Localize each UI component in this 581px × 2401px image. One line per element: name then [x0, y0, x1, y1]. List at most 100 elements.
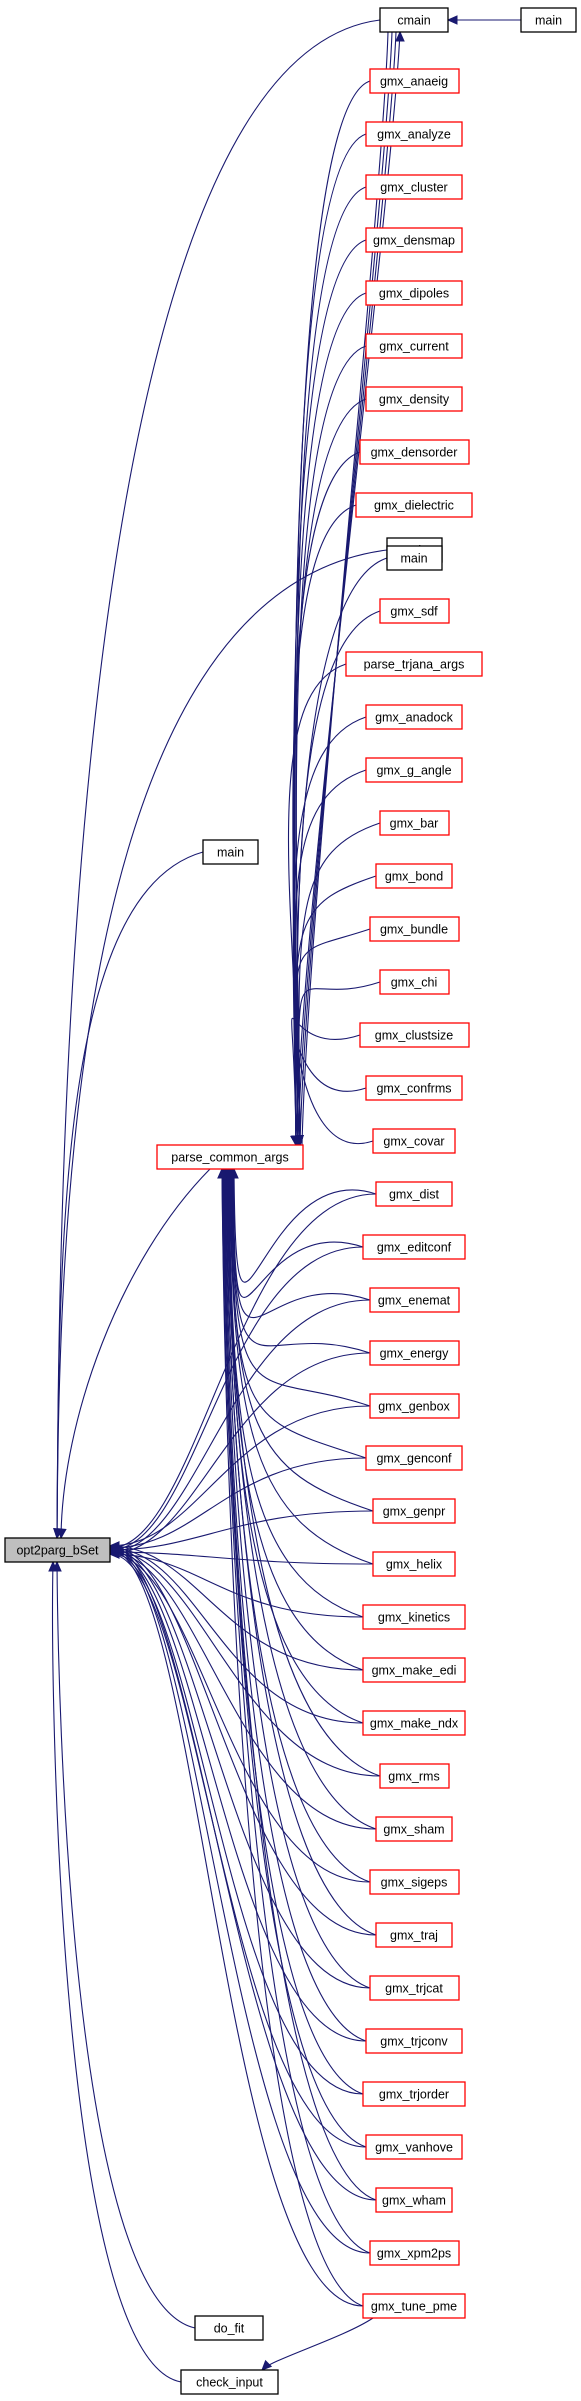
node-parse-trjana-args[interactable]: parse_trjana_args — [345, 651, 483, 677]
node-gmx-bond[interactable]: gmx_bond — [375, 863, 453, 889]
node-main[interactable]: main — [386, 545, 443, 571]
edge-parse-common-args-to-opt2parg-bset — [60, 1168, 211, 1539]
node-box — [359, 439, 470, 465]
node-box — [362, 1657, 466, 1683]
node-label: gmx_helix — [386, 1558, 443, 1572]
node-gmx-density[interactable]: gmx_density — [365, 386, 463, 412]
node-gmx-dipoles[interactable]: gmx_dipoles — [365, 280, 463, 306]
node-label: parse_common_args — [171, 1151, 288, 1165]
node-box — [379, 1763, 450, 1789]
node-label: gmx_make_edi — [372, 1664, 457, 1678]
edge-gmx-editconf-to-opt2parg-bset — [109, 1246, 364, 1551]
edge-gmx-wham-to-opt2parg-bset — [109, 1545, 377, 2201]
node-gmx-genconf[interactable]: gmx_genconf — [365, 1445, 463, 1471]
node-gmx-helix[interactable]: gmx_helix — [372, 1551, 456, 1577]
node-gmx-clustsize[interactable]: gmx_clustsize — [359, 1022, 470, 1048]
edge-parse-trjana-args-to-parse-common-args — [287, 663, 347, 1146]
node-label: gmx_sigeps — [381, 1876, 448, 1890]
node-gmx-anaeig[interactable]: gmx_anaeig — [369, 68, 460, 94]
node-gmx-traj[interactable]: gmx_traj — [375, 1922, 453, 1948]
edge-gmx-chi-to-parse-common-args — [298, 981, 381, 1146]
node-gmx-dielectric[interactable]: gmx_dielectric — [355, 492, 473, 518]
arrowhead — [446, 15, 458, 25]
node-label: gmx_cluster — [380, 181, 447, 195]
edge-gmx-editconf-to-parse-common-args — [232, 1168, 364, 1298]
node-label: gmx_xpm2ps — [377, 2247, 451, 2261]
node-box — [156, 1144, 304, 1170]
node-gmx-analyze[interactable]: gmx_analyze — [365, 121, 463, 147]
node-label: gmx_rms — [388, 1770, 439, 1784]
node-check-input[interactable]: check_input — [180, 2369, 279, 2395]
node-gmx-g-angle[interactable]: gmx_g_angle — [365, 757, 463, 783]
node-gmx-energy[interactable]: gmx_energy — [369, 1340, 460, 1366]
node-box — [372, 1498, 456, 1524]
node-label: do_fit — [214, 2322, 245, 2336]
node-gmx-enemat[interactable]: gmx_enemat — [369, 1287, 460, 1313]
node-box — [369, 1393, 460, 1419]
edge-gmx-bond-to-parse-common-args — [294, 875, 377, 1146]
node-label: gmx_covar — [383, 1135, 444, 1149]
node-gmx-sdf[interactable]: gmx_sdf — [379, 598, 450, 624]
node-gmx-kinetics[interactable]: gmx_kinetics — [362, 1604, 466, 1630]
node-gmx-editconf[interactable]: gmx_editconf — [362, 1234, 466, 1260]
node-label: gmx_sham — [383, 1823, 444, 1837]
node-gmx-make-ndx[interactable]: gmx_make_ndx — [362, 1710, 466, 1736]
node-label: gmx_g_angle — [376, 764, 451, 778]
node-gmx-make-edi[interactable]: gmx_make_edi — [362, 1657, 466, 1683]
node-gmx-chi[interactable]: gmx_chi — [379, 969, 450, 995]
edge-gmx-clustsize-to-parse-common-args — [291, 1017, 361, 1146]
node-box — [362, 2081, 466, 2107]
edge-gmx-trjcat-to-parse-common-args — [224, 1168, 371, 1989]
node-gmx-densmap[interactable]: gmx_densmap — [365, 227, 463, 253]
node-gmx-sham[interactable]: gmx_sham — [375, 1816, 453, 1842]
node-gmx-bundle[interactable]: gmx_bundle — [369, 916, 460, 942]
node-gmx-cluster[interactable]: gmx_cluster — [365, 174, 463, 200]
node-gmx-sigeps[interactable]: gmx_sigeps — [369, 1869, 460, 1895]
node-gmx-anadock[interactable]: gmx_anadock — [365, 704, 463, 730]
node-label: gmx_dist — [389, 1188, 440, 1202]
node-gmx-rms[interactable]: gmx_rms — [379, 1763, 450, 1789]
node-label: gmx_anadock — [375, 711, 454, 725]
node-box — [379, 969, 450, 995]
edge-gmx-kinetics-to-opt2parg-bset — [109, 1553, 364, 1618]
node-main-left[interactable]: main — [202, 839, 259, 865]
node-label: gmx_confrms — [376, 1082, 451, 1096]
node-gmx-trjcat[interactable]: gmx_trjcat — [369, 1975, 460, 2001]
node-label: gmx_bond — [385, 870, 443, 884]
node-gmx-current[interactable]: gmx_current — [365, 333, 463, 359]
nodes-layer: opt2parg_bSet cmain main main main parse… — [4, 7, 577, 2395]
edge-gmx-tune-pme-to-parse-common-args — [221, 1168, 364, 2307]
node-parse-common-args[interactable]: parse_common_args — [156, 1144, 304, 1170]
node-box — [365, 1075, 463, 1101]
node-gmx-bar[interactable]: gmx_bar — [379, 810, 450, 836]
node-gmx-wham[interactable]: gmx_wham — [375, 2187, 453, 2213]
node-label: gmx_kinetics — [378, 1611, 450, 1625]
node-gmx-xpm2ps[interactable]: gmx_xpm2ps — [369, 2240, 460, 2266]
arrowhead — [57, 1528, 67, 1540]
node-box — [369, 1287, 460, 1313]
node-label: gmx_genpr — [383, 1505, 446, 1519]
node-do-fit[interactable]: do_fit — [194, 2315, 264, 2341]
node-gmx-trjorder[interactable]: gmx_trjorder — [362, 2081, 466, 2107]
node-gmx-covar[interactable]: gmx_covar — [372, 1128, 456, 1154]
node-box — [386, 545, 443, 571]
node-cmain[interactable]: cmain — [379, 7, 449, 33]
node-gmx-densorder[interactable]: gmx_densorder — [359, 439, 470, 465]
node-box — [359, 1022, 470, 1048]
node-gmx-vanhove[interactable]: gmx_vanhove — [365, 2134, 463, 2160]
node-main-top[interactable]: main — [520, 7, 577, 33]
node-gmx-dist[interactable]: gmx_dist — [375, 1181, 453, 1207]
node-box — [365, 174, 463, 200]
edge-gmx-trjconv-to-parse-common-args — [223, 1168, 367, 2042]
node-gmx-genpr[interactable]: gmx_genpr — [372, 1498, 456, 1524]
node-gmx-genbox[interactable]: gmx_genbox — [369, 1393, 460, 1419]
node-box — [365, 386, 463, 412]
node-gmx-trjconv[interactable]: gmx_trjconv — [365, 2028, 463, 2054]
edge-main-mid-to-opt2parg-bset — [56, 549, 388, 1539]
node-box — [372, 1551, 456, 1577]
node-label: gmx_energy — [380, 1347, 450, 1361]
node-gmx-tune-pme[interactable]: gmx_tune_pme — [362, 2293, 466, 2319]
node-gmx-confrms[interactable]: gmx_confrms — [365, 1075, 463, 1101]
node-label: main — [217, 846, 244, 860]
node-label: gmx_bar — [390, 817, 439, 831]
